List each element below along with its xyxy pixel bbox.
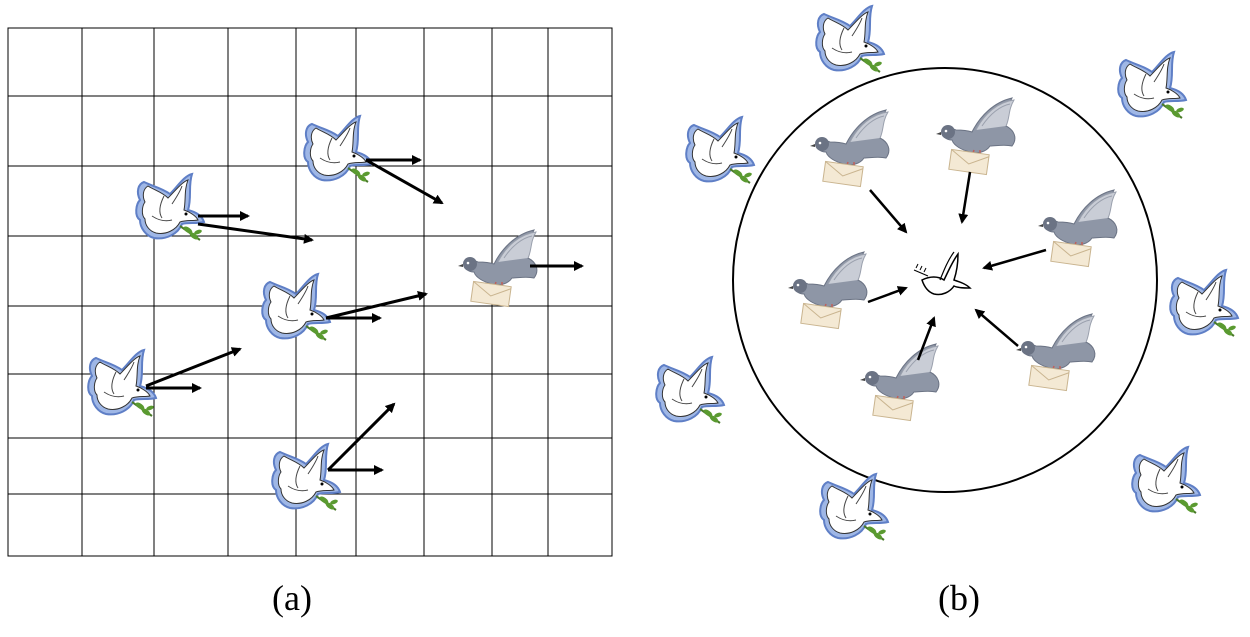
pigeon-icon	[787, 251, 868, 330]
pigeon-icon	[809, 109, 890, 188]
dove-icon	[1117, 51, 1187, 120]
panel-a	[7, 27, 613, 557]
panel-label-a: (a)	[272, 578, 312, 618]
panel-b	[655, 5, 1239, 542]
dove-icon	[1131, 446, 1201, 515]
dove-icon	[303, 115, 373, 184]
boundary-circle	[732, 67, 1158, 493]
velocity-arrows	[145, 155, 584, 475]
dove-icon	[819, 473, 889, 542]
convergence-arrows	[867, 171, 1047, 361]
dove-icon	[87, 349, 157, 418]
dove-icon	[685, 116, 755, 185]
panel-label-b: (b)	[938, 578, 980, 618]
pigeon-icon	[1015, 313, 1096, 392]
dove-icon	[1169, 269, 1239, 338]
pigeon-icon	[1037, 189, 1118, 268]
dove-icon	[815, 5, 885, 74]
dove-icon	[135, 173, 205, 242]
grid-border	[7, 27, 613, 557]
center-dove-icon	[913, 251, 971, 296]
dove-icon	[655, 356, 725, 425]
dove-icon	[271, 443, 341, 512]
pigeon-icon	[859, 343, 940, 422]
pigeon-icon	[457, 229, 538, 308]
pigeon-icon	[935, 97, 1016, 176]
